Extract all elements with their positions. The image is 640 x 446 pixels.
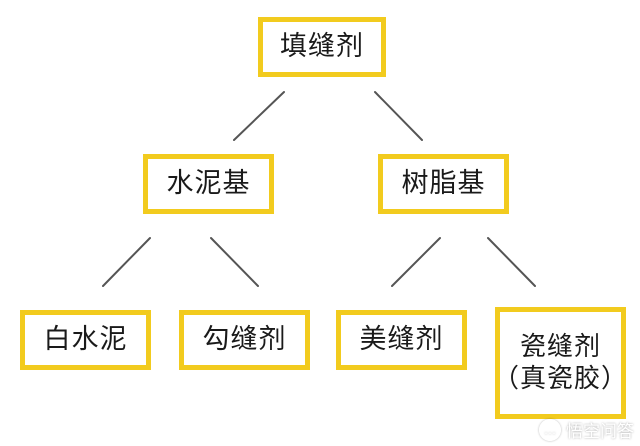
node-grout: 填缝剂 (258, 17, 386, 77)
node-gou-feng-ji-label: 勾缝剂 (202, 324, 287, 356)
node-resin-based-label: 树脂基 (401, 168, 486, 200)
node-cement-based: 水泥基 (143, 154, 274, 214)
node-cement-based-label: 水泥基 (166, 168, 251, 200)
node-white-cement: 白水泥 (20, 310, 151, 370)
node-mei-feng-ji-label: 美缝剂 (359, 324, 444, 356)
edge-resin-ci (487, 237, 536, 287)
node-ci-feng-ji-label: 瓷缝剂 (519, 331, 601, 362)
node-gou-feng-ji: 勾缝剂 (179, 310, 310, 370)
node-resin-based: 树脂基 (378, 154, 509, 214)
watermark: … 悟空问答 (539, 417, 634, 442)
speech-bubble-icon: … (539, 418, 561, 441)
node-white-cement-label: 白水泥 (43, 324, 128, 356)
watermark-text: 悟空问答 (566, 422, 634, 442)
node-ci-feng-ji-note: （真瓷胶） (493, 364, 629, 394)
node-ci-feng-ji: 瓷缝剂 （真瓷胶） (493, 307, 629, 419)
edge-resin-mei (391, 237, 441, 287)
edge-root-resin (374, 91, 423, 141)
node-mei-feng-ji: 美缝剂 (336, 310, 467, 370)
edge-root-cement (233, 91, 285, 141)
edge-cement-white (102, 237, 151, 287)
node-grout-label: 填缝剂 (280, 31, 364, 63)
edge-cement-gou (210, 237, 259, 287)
